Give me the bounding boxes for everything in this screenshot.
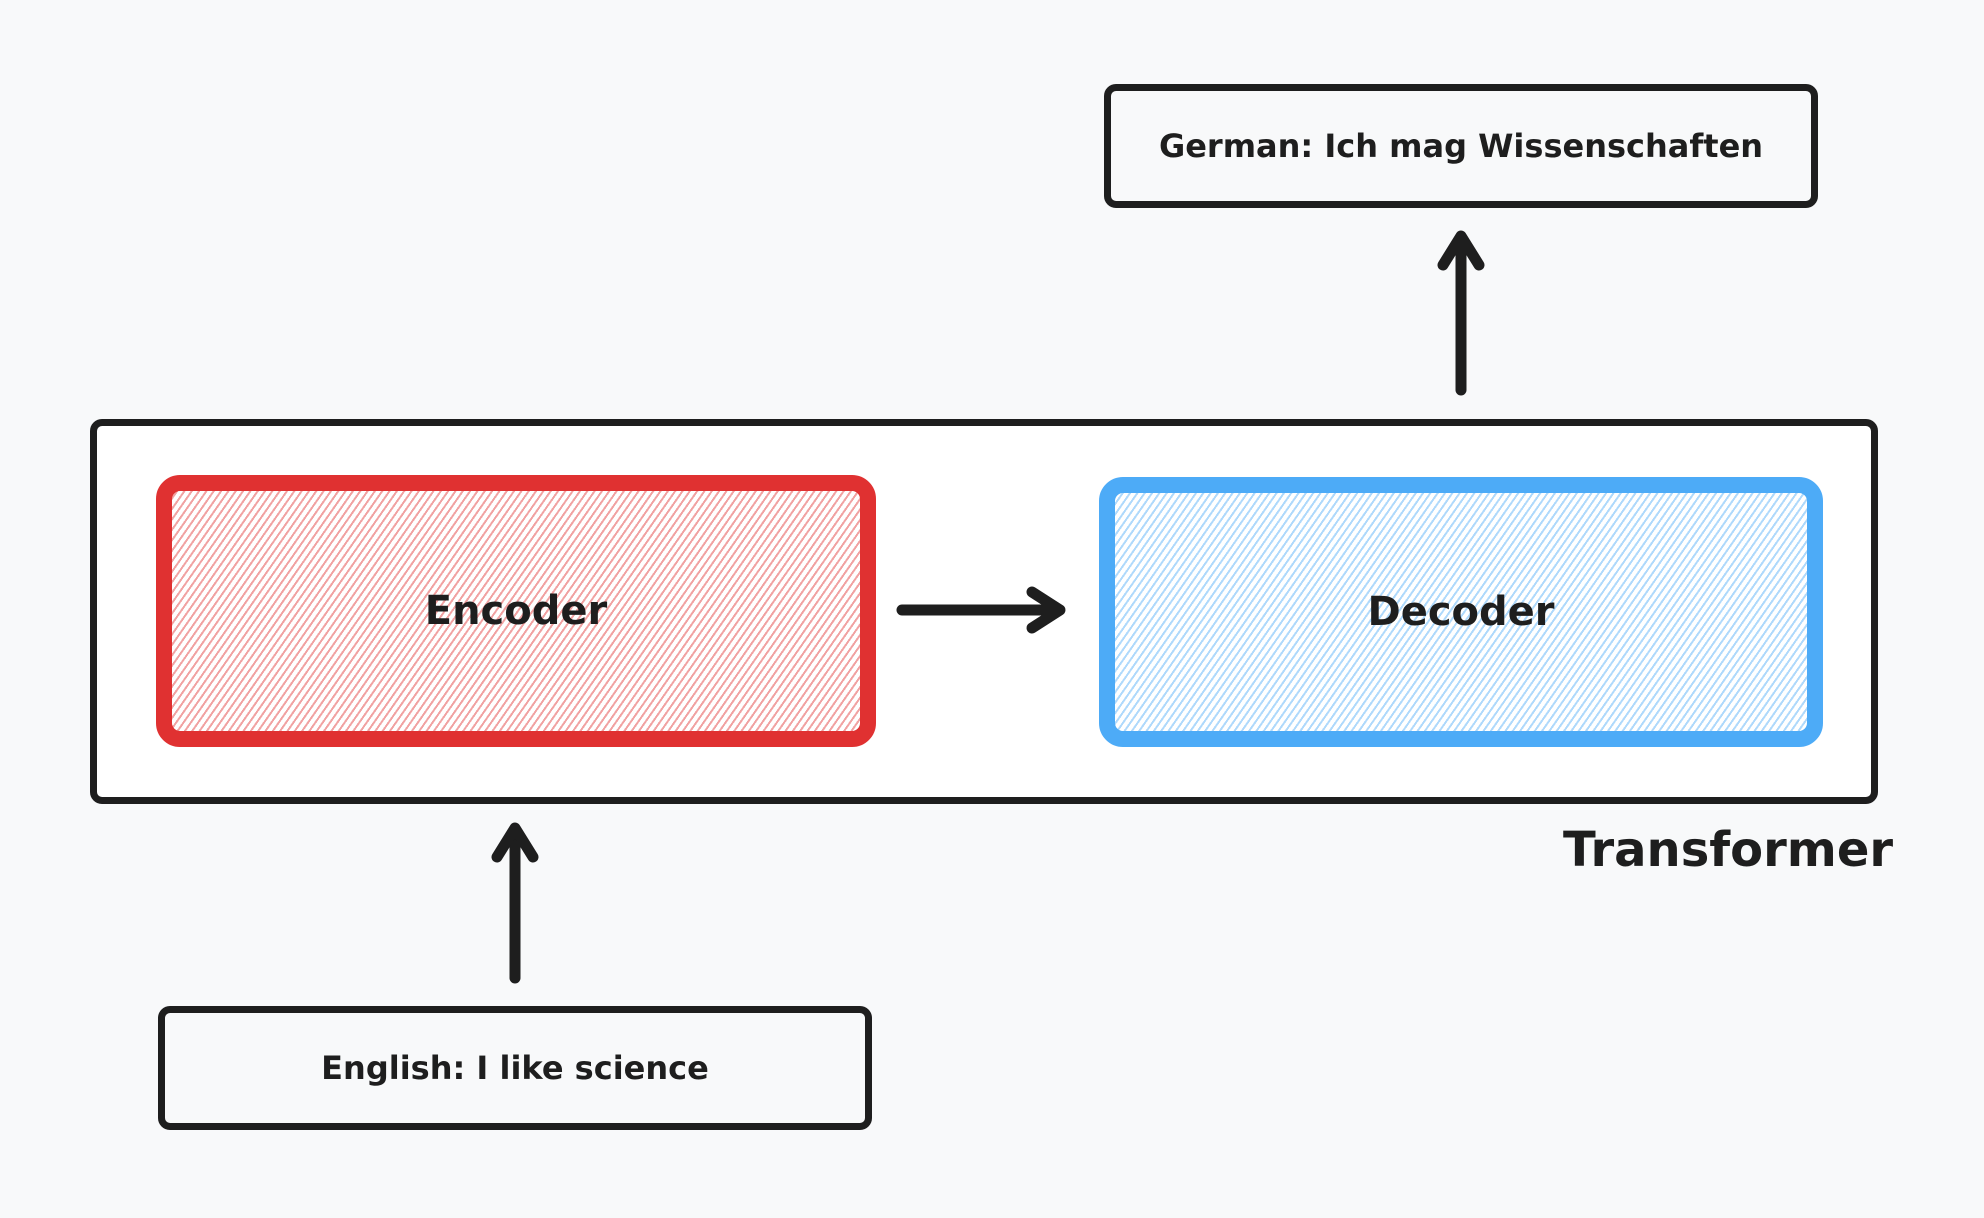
transformer-label: Transformer [1563, 822, 1894, 878]
arrow-decoder-to-output [1437, 230, 1485, 396]
output-german-box: German: Ich mag Wissenschaften [1104, 84, 1818, 208]
encoder-label: Encoder [424, 588, 608, 634]
decoder-box: Decoder [1099, 477, 1823, 747]
output-german-label: German: Ich mag Wissenschaften [1158, 127, 1764, 165]
encoder-box: Encoder [156, 475, 876, 747]
arrow-encoder-to-decoder [896, 586, 1066, 634]
input-english-box: English: I like science [158, 1006, 872, 1130]
decoder-label: Decoder [1367, 589, 1555, 635]
input-english-label: English: I like science [321, 1049, 709, 1087]
arrow-input-to-encoder [491, 822, 539, 984]
